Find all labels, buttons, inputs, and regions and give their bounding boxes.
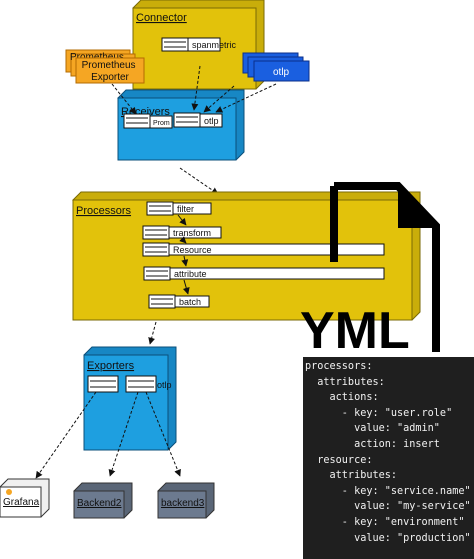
receiver-otlp-label: otlp [204, 116, 219, 126]
edge-prometheus-to-prom [111, 83, 137, 115]
otlp-source-label: otlp [273, 67, 290, 78]
receiver-prom-label: Prom [153, 120, 170, 127]
edge-exporter-to-backend3 [145, 391, 181, 477]
otlp-source-stack[interactable]: otlp [242, 52, 310, 82]
spanmetric-label: spanmetric [192, 40, 237, 50]
processors-node[interactable]: Processors filter transform Resource [72, 191, 421, 321]
yml-code-block: processors: attributes: actions: - key: … [303, 357, 474, 559]
edge-processors-to-exporters [148, 321, 157, 345]
edge-otlp-to-receiver-2 [215, 83, 277, 113]
processor-attribute-label: attribute [174, 269, 207, 279]
edge-exporter-to-grafana [35, 391, 97, 479]
backend-2[interactable]: Backend2 [73, 482, 133, 519]
edge-filter-transform [177, 214, 187, 226]
edge-transform-resource [179, 236, 187, 244]
exporter-otlp-label: otlp [157, 380, 172, 390]
exporter-1[interactable] [87, 375, 119, 393]
receivers-node[interactable]: Receivers Prom otlp [117, 89, 245, 161]
processor-transform[interactable]: transform [142, 225, 222, 240]
exporters-title: Exporters [87, 360, 135, 372]
processor-attribute[interactable]: attribute [143, 266, 385, 281]
receiver-prom[interactable]: Prom [123, 113, 173, 129]
connector-title: Connector [136, 12, 187, 24]
processors-title: Processors [76, 205, 132, 217]
edge-attribute-batch [182, 279, 190, 295]
backend-3-label: backend3 [161, 498, 205, 509]
backend-grafana-label: Grafana [3, 497, 40, 508]
exporter-otlp[interactable]: otlp [125, 375, 172, 393]
processor-transform-label: transform [173, 228, 211, 238]
yml-code-text: processors: attributes: actions: - key: … [305, 361, 471, 544]
prometheus-exporter-stack[interactable]: Prometheus Prometheus Exporter [65, 49, 145, 84]
connector-node[interactable]: Connector spanmetric [132, 0, 265, 90]
yml-icon-label: YML [300, 302, 410, 360]
grafana-logo-icon [6, 489, 12, 495]
backend-2-label: Backend2 [77, 498, 122, 509]
processor-resource[interactable]: Resource [142, 242, 385, 257]
processor-batch-label: batch [179, 297, 201, 307]
receiver-otlp[interactable]: otlp [173, 112, 223, 128]
edge-receivers-to-processors [179, 167, 219, 195]
processor-resource-label: Resource [173, 245, 212, 255]
backend-grafana[interactable]: Grafana [0, 478, 50, 518]
yml-file-icon: YML [300, 182, 440, 360]
edge-resource-attribute [181, 255, 189, 267]
edge-connector-to-receiver [191, 65, 201, 111]
edge-otlp-to-receiver [203, 85, 235, 113]
prometheus-front-label: Prometheus Exporter [82, 60, 139, 83]
processor-batch[interactable]: batch [148, 294, 210, 309]
spanmetric-component[interactable]: spanmetric [161, 37, 237, 52]
processor-filter[interactable]: filter [146, 201, 212, 216]
backend-3[interactable]: backend3 [157, 482, 215, 519]
processor-filter-label: filter [177, 204, 194, 214]
exporters-node[interactable]: Exporters otlp [83, 346, 177, 451]
